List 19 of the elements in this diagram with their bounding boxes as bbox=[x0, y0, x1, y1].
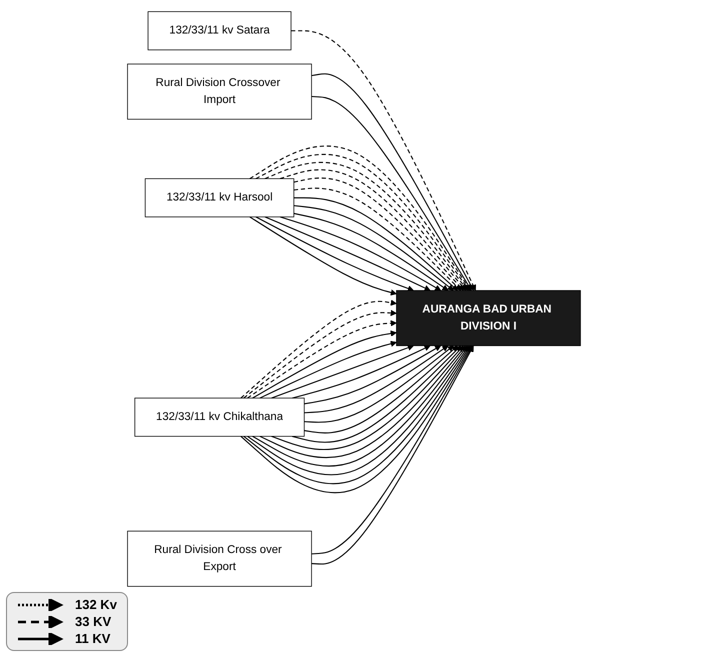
node-box: 132/33/11 kv Satara bbox=[147, 11, 291, 50]
arrow bbox=[270, 344, 414, 399]
arrow bbox=[255, 216, 414, 292]
node-box: Rural Division Crossover Import bbox=[126, 64, 312, 120]
arrow bbox=[259, 340, 396, 399]
arrow bbox=[292, 345, 430, 399]
node-box: AURANGA BAD URBAN DIVISION I bbox=[396, 290, 580, 346]
node-box: Rural Division Cross over Export bbox=[126, 530, 312, 587]
arrow bbox=[304, 345, 448, 414]
node-box: 132/33/11 kv Chikalthana bbox=[134, 398, 304, 437]
arrow bbox=[252, 330, 396, 399]
node-box: 132/33/11 kv Harsool bbox=[144, 178, 294, 218]
legend-text: 132 Kv bbox=[75, 597, 117, 612]
arrow bbox=[304, 345, 441, 404]
arrow bbox=[292, 345, 461, 443]
arrow bbox=[249, 216, 396, 296]
arrow bbox=[290, 30, 476, 291]
legend-text: 11 KV bbox=[75, 631, 110, 646]
legend-text: 33 KV bbox=[75, 614, 112, 629]
